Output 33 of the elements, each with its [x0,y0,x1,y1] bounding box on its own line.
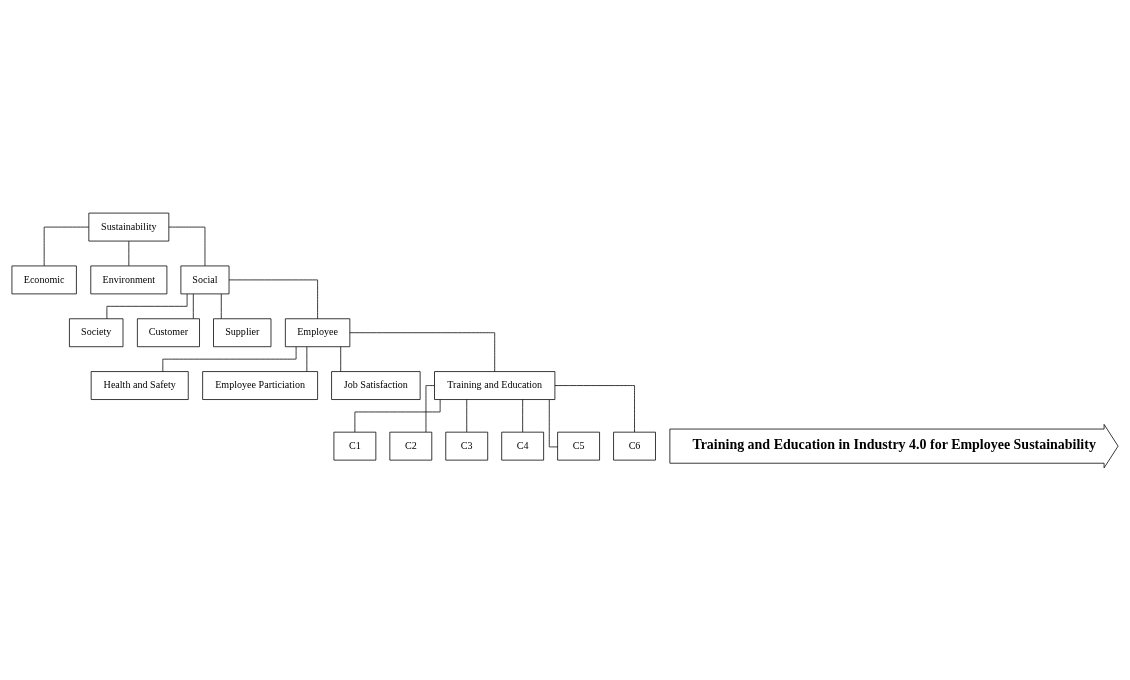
node-box: Environment [90,265,168,294]
connector [349,331,496,372]
node-box: C6 [613,431,656,460]
node-box: Society [69,317,124,347]
node-box: Customer [137,317,200,347]
node-box: C4 [501,431,545,460]
connector [466,398,468,432]
connector [220,293,222,319]
connector [340,346,342,372]
connector [548,398,558,447]
connector [354,398,441,432]
connector [425,384,435,432]
node-box: C5 [557,431,600,460]
connector [306,346,308,372]
connector [43,226,90,266]
node-box: Social [180,265,230,294]
connector [522,398,524,432]
node-box: Employee Particiation [202,370,318,400]
node-box: Job Satisfaction [331,370,421,400]
node-box: Training and Education [434,370,556,400]
connector [128,240,130,266]
node-box: Supplier [213,317,272,347]
node-box: C3 [445,431,489,460]
connector [554,384,635,432]
node-box: C1 [333,431,377,460]
connector [228,279,318,319]
node-box: C2 [389,431,433,460]
node-box: Sustainability [88,212,170,241]
node-box: Health and Safety [90,370,189,400]
connector [106,293,188,319]
connector [192,293,194,319]
node-box: Employee [284,317,351,347]
node-box: Economic [11,265,77,294]
